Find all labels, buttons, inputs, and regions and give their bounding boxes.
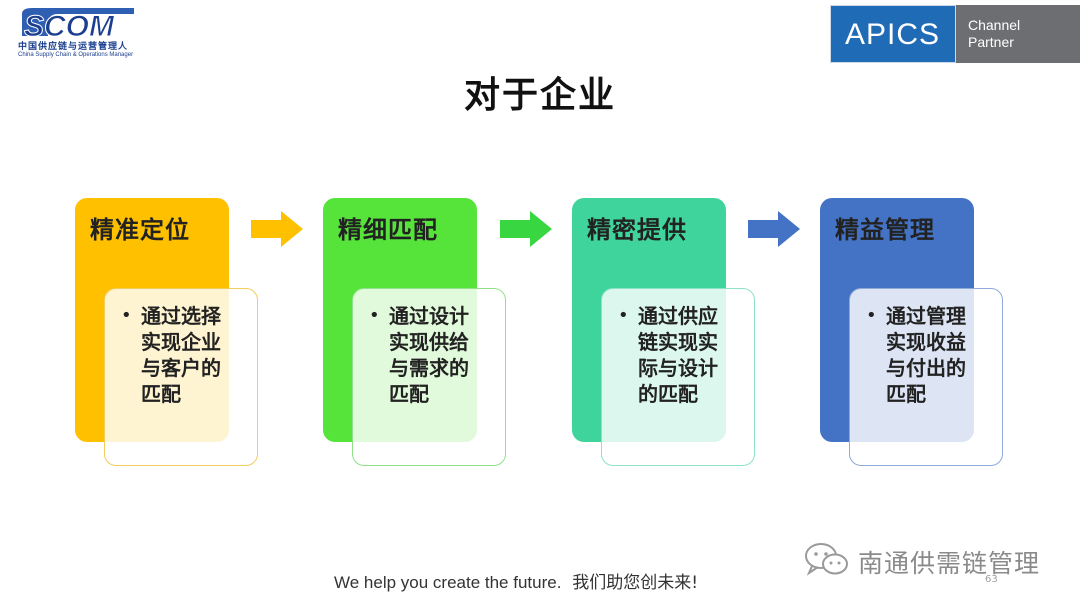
apics-logo-mark: APICS: [830, 5, 956, 63]
apics-line1: Channel: [968, 17, 1021, 33]
detail-line: 通过管理: [886, 304, 966, 328]
detail-line: 与付出的: [886, 356, 966, 380]
detail-line: 实现供给: [389, 330, 469, 354]
detail-line: 际与设计: [638, 356, 718, 380]
apics-channel-partner: Channel Partner: [956, 5, 1080, 63]
footer-slogan: We help you create the future. 我们助您创未来!: [334, 568, 698, 593]
bullet: •: [369, 305, 380, 326]
detail-line: 通过供应: [638, 304, 718, 328]
scom-logo-text: SCOM: [24, 10, 115, 42]
detail-line: 通过选择: [141, 304, 221, 328]
apics-line2: Partner: [968, 34, 1014, 50]
step-detail-4: • 通过管理 实现收益 与付出的 匹配: [849, 288, 1003, 466]
scom-logo-en: China Supply Chain & Operations Manager: [18, 52, 134, 58]
step-heading: 精细匹配: [338, 216, 438, 244]
bullet: •: [866, 305, 877, 326]
step-heading: 精密提供: [587, 216, 687, 244]
detail-line: 与客户的: [141, 356, 221, 380]
slogan-en: We help you create the future.: [334, 573, 562, 592]
detail-line: 匹配: [886, 382, 926, 406]
detail-line: 与需求的: [389, 356, 469, 380]
scom-logo: SCOM 中国供应链与运营管理人 China Supply Chain & Op…: [18, 6, 140, 60]
detail-line: 匹配: [141, 382, 181, 406]
detail-line: 通过设计: [389, 304, 469, 328]
arrow-right-icon: [748, 211, 800, 247]
scom-logo-cn: 中国供应链与运营管理人: [18, 42, 129, 52]
arrow-right-icon: [251, 211, 303, 247]
wechat-watermark: 南通供需链管理: [802, 540, 1039, 580]
bullet: •: [121, 305, 132, 326]
detail-line: 实现企业: [141, 330, 221, 354]
slogan-cn: 我们助您创未来!: [572, 573, 699, 593]
step-detail-1: • 通过选择 实现企业 与客户的 匹配: [104, 288, 258, 466]
detail-line: 的匹配: [638, 382, 698, 406]
bullet: •: [618, 305, 629, 326]
detail-line: 链实现实: [638, 330, 718, 354]
scom-logo-mark: SCOM: [22, 8, 134, 42]
wechat-icon: [805, 543, 848, 576]
arrow-right-icon: [500, 211, 552, 247]
step-heading: 精益管理: [835, 216, 935, 244]
page-title: 对于企业: [463, 75, 616, 116]
step-detail-3: • 通过供应 链实现实 际与设计 的匹配: [601, 288, 755, 466]
detail-line: 匹配: [389, 382, 429, 406]
step-detail-2: • 通过设计 实现供给 与需求的 匹配: [352, 288, 506, 466]
detail-line: 实现收益: [886, 330, 966, 354]
apics-logo-word: APICS: [845, 18, 941, 51]
watermark-text: 南通供需链管理: [858, 549, 1041, 578]
page-number: 63: [985, 574, 998, 585]
apics-logo: APICS Channel Partner: [830, 5, 1080, 63]
step-heading: 精准定位: [90, 216, 190, 244]
